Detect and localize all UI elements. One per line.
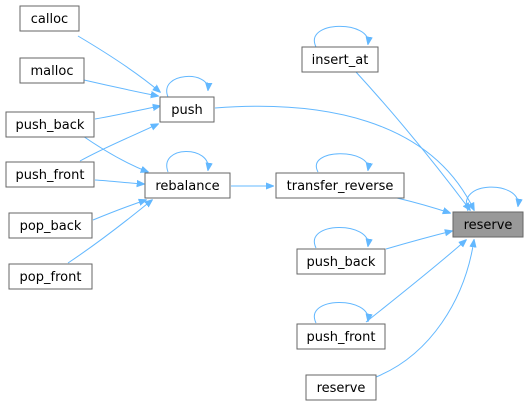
edge-reserve-selfloop xyxy=(465,186,518,212)
edge-transfer-selfloop xyxy=(315,153,368,173)
node-rebalance[interactable]: rebalance xyxy=(144,172,231,199)
node-malloc[interactable]: malloc xyxy=(19,57,85,84)
node-label: calloc xyxy=(31,12,68,27)
node-label: pop_back xyxy=(20,219,82,234)
edge-pushbackmid-reserve xyxy=(385,231,452,250)
edge-push-selfloop xyxy=(166,76,208,98)
node-push-back-mid[interactable]: push_back xyxy=(296,248,386,275)
edge-push-reserve xyxy=(214,105,474,210)
node-label: malloc xyxy=(31,64,74,79)
node-label: pop_front xyxy=(20,270,82,285)
edge-transfer-reserve xyxy=(396,197,450,213)
edge-insertat-reserve xyxy=(355,71,470,210)
node-push-back-left[interactable]: push_back xyxy=(5,111,95,138)
edge-rebalance-selfloop xyxy=(166,151,208,173)
node-reserve-target[interactable]: reserve xyxy=(452,211,524,238)
edge-reservebottom-reserve xyxy=(375,240,474,378)
node-label: push_back xyxy=(307,255,376,270)
node-label: push_front xyxy=(16,168,85,183)
node-transfer-reverse[interactable]: transfer_reverse xyxy=(275,172,405,199)
node-push-front-mid[interactable]: push_front xyxy=(296,323,386,350)
node-label: reserve xyxy=(317,381,366,396)
node-push-front-left[interactable]: push_front xyxy=(5,161,95,188)
nodes: calloc malloc push_back push_front pop_b… xyxy=(5,5,524,401)
node-push[interactable]: push xyxy=(159,96,215,123)
node-label: push_back xyxy=(16,118,85,133)
edge-pushfrontmid-selfloop xyxy=(313,302,368,324)
edge-pushback-push xyxy=(94,106,160,120)
edge-calloc-push xyxy=(77,35,160,92)
edge-insertat-selfloop xyxy=(313,25,368,48)
node-label: push_front xyxy=(307,330,376,345)
node-pop-front[interactable]: pop_front xyxy=(8,263,93,290)
node-reserve-bottom[interactable]: reserve xyxy=(305,374,377,401)
edge-pushback-rebalance xyxy=(79,133,148,172)
edge-popfront-rebalance xyxy=(67,200,152,264)
edge-pushfrontmid-reserve xyxy=(365,240,466,323)
node-label: reserve xyxy=(464,218,513,233)
edge-pushbackmid-selfloop xyxy=(313,227,368,249)
node-label: transfer_reverse xyxy=(287,179,394,194)
edge-pushfront-rebalance xyxy=(94,179,144,184)
edge-popback-rebalance xyxy=(92,200,146,221)
edge-pushfront-push xyxy=(79,124,158,162)
node-label: insert_at xyxy=(312,53,369,68)
node-calloc[interactable]: calloc xyxy=(19,5,80,32)
node-insert-at[interactable]: insert_at xyxy=(301,46,379,73)
node-label: push xyxy=(171,103,203,118)
node-pop-back[interactable]: pop_back xyxy=(8,212,93,239)
node-label: rebalance xyxy=(155,179,219,194)
edge-malloc-push xyxy=(83,79,158,96)
edges xyxy=(67,25,518,378)
